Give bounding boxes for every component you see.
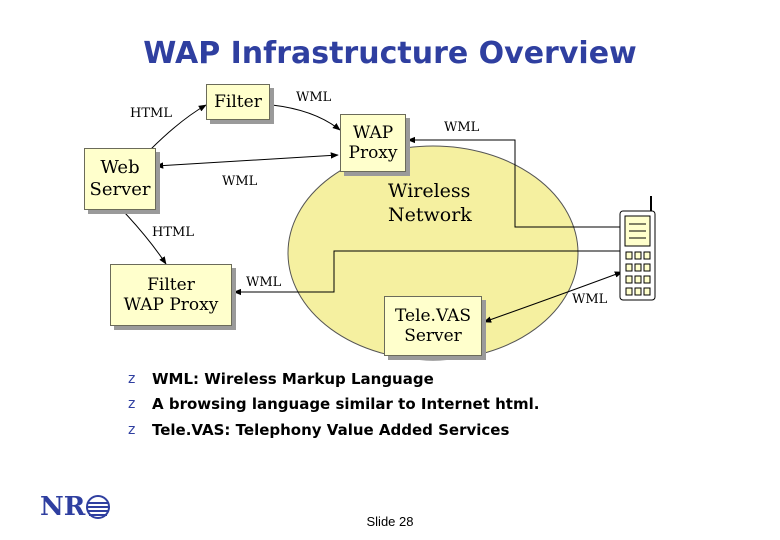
wireless-network-label: Wireless Network: [388, 180, 472, 228]
edge-label-wml-right: WML: [444, 120, 480, 135]
edge-filter-wapproxy: [271, 104, 341, 131]
bullet-glyph: z: [128, 370, 136, 387]
bullet-text: A browsing language similar to Internet …: [152, 395, 540, 414]
edge-televas-phone: [483, 271, 623, 323]
wap-proxy-label-2: Proxy: [348, 143, 398, 163]
edge-webserver-filterproxy: [124, 212, 167, 265]
edge-label-wml-phone: WML: [572, 292, 608, 307]
mobile-phone-icon: [619, 196, 656, 301]
bullet-text: WML: Wireless Markup Language: [152, 369, 434, 388]
nr-logo: NR: [40, 492, 111, 522]
edge-label-wml-top: WML: [296, 90, 332, 105]
slide-title: WAP Infrastructure Overview: [143, 36, 637, 71]
logo-text: NR: [40, 492, 86, 522]
web-server-label-1: Web: [100, 157, 140, 179]
bullet-glyph: z: [128, 396, 136, 413]
filter-box: Filter: [206, 84, 270, 120]
edge-webserver-filter: [149, 104, 207, 151]
edge-filterproxy-phone: [233, 250, 622, 296]
edge-label-wml-filter: WML: [246, 275, 282, 290]
bullet-glyph: z: [128, 421, 136, 438]
edge-wapproxy-webserver: [155, 152, 339, 169]
filter-wap-proxy-box: Filter WAP Proxy: [110, 264, 232, 326]
web-server-box: Web Server: [84, 148, 156, 210]
wireless-network-label-2: Network: [388, 203, 472, 226]
wap-proxy-label-1: WAP: [352, 122, 394, 143]
bullet-list: z WML: Wireless Markup Language z A brow…: [128, 366, 539, 443]
edge-label-html-top: HTML: [130, 106, 172, 121]
web-server-label-2: Server: [89, 179, 151, 200]
filter-box-label: Filter: [214, 91, 262, 112]
televas-server-box: Tele.VAS Server: [384, 296, 482, 356]
edge-wapproxy-phone: [407, 136, 622, 228]
televas-label-2: Server: [404, 326, 462, 346]
bullet-text: Tele.VAS: Telephony Value Added Services: [152, 420, 510, 439]
edge-label-wml-mid: WML: [222, 174, 258, 189]
wireless-network-label-1: Wireless: [388, 180, 471, 202]
bullet-item: z WML: Wireless Markup Language: [128, 366, 539, 392]
globe-icon: [86, 495, 111, 519]
filter-wap-proxy-label-1: Filter: [147, 274, 195, 295]
bullet-item: z A browsing language similar to Interne…: [128, 392, 539, 418]
edge-label-html-mid: HTML: [152, 225, 194, 240]
wap-proxy-box: WAP Proxy: [340, 114, 406, 172]
filter-wap-proxy-label-2: WAP Proxy: [123, 295, 219, 315]
televas-label-1: Tele.VAS: [394, 305, 472, 326]
bullet-item: z Tele.VAS: Telephony Value Added Servic…: [128, 417, 539, 443]
slide-number: Slide 28: [366, 514, 414, 529]
